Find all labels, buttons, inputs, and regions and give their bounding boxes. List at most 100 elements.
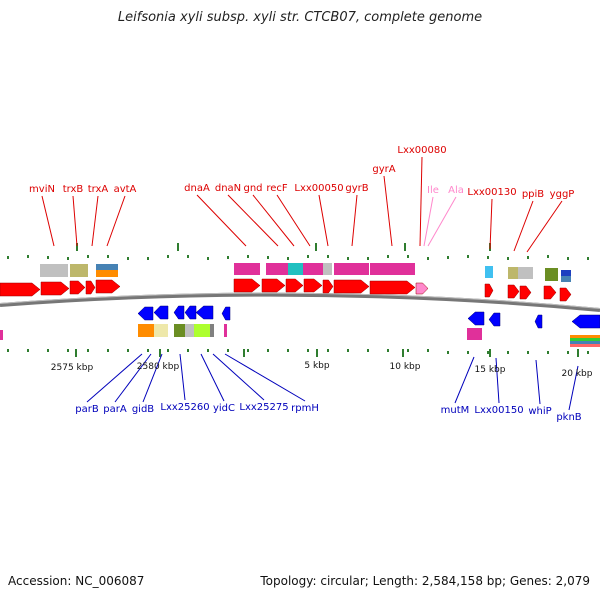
gene-label-lxx25275: Lxx25275 xyxy=(239,402,288,413)
feature-box xyxy=(467,328,482,340)
gene-arrow-reverse xyxy=(534,314,543,329)
callout-line-lxx25275 xyxy=(212,353,265,401)
feature-box xyxy=(174,324,185,337)
gene-arrow-reverse xyxy=(488,312,501,327)
scale-label: 15 kbp xyxy=(475,365,506,375)
gene-label-lxx00150: Lxx00150 xyxy=(474,405,523,416)
feature-box xyxy=(303,263,323,275)
feature-box xyxy=(70,264,88,277)
genome-title: Leifsonia xyli subsp. xyli str. CTCB07, … xyxy=(117,10,483,25)
feature-boxes xyxy=(0,263,600,347)
gene-arrow-forward xyxy=(369,280,416,295)
gene-label-mutm: mutM xyxy=(441,405,470,416)
gene-label-lxx00050: Lxx00050 xyxy=(294,183,343,194)
gene-label-yggp: yggP xyxy=(550,189,575,200)
callout-line-pknb xyxy=(568,365,579,411)
callout-line-gidb xyxy=(142,353,163,403)
callout-line-rpmh xyxy=(224,353,306,402)
callout-line-ppib xyxy=(513,200,534,252)
feature-box xyxy=(185,324,194,337)
gene-label-gidb: gidB xyxy=(132,404,154,415)
feature-box xyxy=(545,268,558,281)
callout-line-mvin xyxy=(41,195,55,247)
feature-box xyxy=(266,263,288,275)
gene-arrow-forward xyxy=(543,285,557,300)
callout-line-gyrb xyxy=(351,194,358,247)
feature-box xyxy=(370,263,415,275)
callout-line-yggp xyxy=(526,200,563,253)
gene-arrow-forward xyxy=(519,285,532,300)
callout-line-whip xyxy=(535,359,541,405)
feature-box xyxy=(154,324,168,337)
gene-arrow-forward xyxy=(285,278,304,293)
gene-label-yidc: yidC xyxy=(213,403,235,414)
gene-label-avta: avtA xyxy=(114,184,137,195)
gene-label-lxx00080: Lxx00080 xyxy=(397,145,446,156)
feature-box xyxy=(334,263,369,275)
feature-box xyxy=(0,330,3,340)
feature-box xyxy=(40,264,68,277)
gene-arrow-forward xyxy=(261,278,286,293)
gene-arrow-forward xyxy=(333,279,370,294)
gene-label-dnaa: dnaA xyxy=(184,183,210,194)
callout-line-para xyxy=(114,353,152,403)
gene-arrow-reverse xyxy=(221,306,231,321)
feature-box xyxy=(234,263,260,275)
callout-line-lxx00150 xyxy=(495,357,500,404)
feature-box xyxy=(288,263,303,275)
callout-line-lxx00130 xyxy=(489,198,493,250)
feature-box xyxy=(570,335,600,338)
feature-box xyxy=(570,344,600,347)
scale-label: 2575 kbp xyxy=(51,363,94,373)
feature-box xyxy=(570,338,600,341)
scale-label: 5 kbp xyxy=(304,361,330,371)
callout-line-gyra xyxy=(383,175,393,247)
tick-marks xyxy=(7,243,589,357)
gene-arrow-forward xyxy=(415,282,429,295)
feature-box xyxy=(96,264,118,270)
genome-backbone xyxy=(0,292,600,312)
gene-label-rpmh: rpmH xyxy=(291,403,319,414)
gene-label-lxx00130: Lxx00130 xyxy=(467,187,516,198)
gene-arrow-reverse xyxy=(571,314,600,329)
feature-box xyxy=(323,263,332,275)
gene-arrow-forward xyxy=(484,283,494,298)
callout-line-lxx00080 xyxy=(419,156,423,247)
scale-label: 20 kbp xyxy=(562,369,593,379)
gene-arrow-forward xyxy=(507,284,520,299)
gene-arrows xyxy=(0,278,600,329)
gene-arrow-forward xyxy=(233,278,261,293)
feature-box xyxy=(570,341,600,344)
gene-arrow-reverse xyxy=(173,305,185,320)
gene-arrow-reverse xyxy=(467,311,485,326)
gene-arrow-reverse xyxy=(184,305,197,320)
callout-line-recf xyxy=(276,194,311,247)
gene-label-para: parA xyxy=(103,404,127,415)
callout-line-yidc xyxy=(200,353,225,402)
gene-label-pknb: pknB xyxy=(556,412,581,423)
genome-summary: Topology: circular; Length: 2,584,158 bp… xyxy=(260,574,590,588)
feature-box xyxy=(561,270,571,276)
callout-line-trxb xyxy=(72,195,78,247)
gene-label-ala: Ala xyxy=(448,185,464,196)
callout-line-ile xyxy=(423,196,434,247)
genome-backbone-highlight xyxy=(0,292,600,309)
callout-line-dnan xyxy=(227,194,279,247)
gene-label-gnd: gnd xyxy=(243,183,262,194)
gene-arrow-forward xyxy=(0,282,41,297)
callout-line-avta xyxy=(106,195,126,247)
callout-line-lxx25260 xyxy=(179,353,186,401)
callout-line-trxa xyxy=(91,195,99,247)
callout-line-dnaa xyxy=(196,194,247,247)
gene-label-recf: recF xyxy=(266,183,288,194)
gene-label-lxx25260: Lxx25260 xyxy=(160,402,209,413)
gene-arrow-reverse xyxy=(137,306,154,321)
feature-box xyxy=(508,267,518,279)
gene-arrow-forward xyxy=(69,280,86,295)
gene-arrow-forward xyxy=(85,280,96,295)
gene-label-ppib: ppiB xyxy=(522,189,544,200)
feature-box xyxy=(518,267,533,279)
gene-arrow-forward xyxy=(95,279,121,294)
